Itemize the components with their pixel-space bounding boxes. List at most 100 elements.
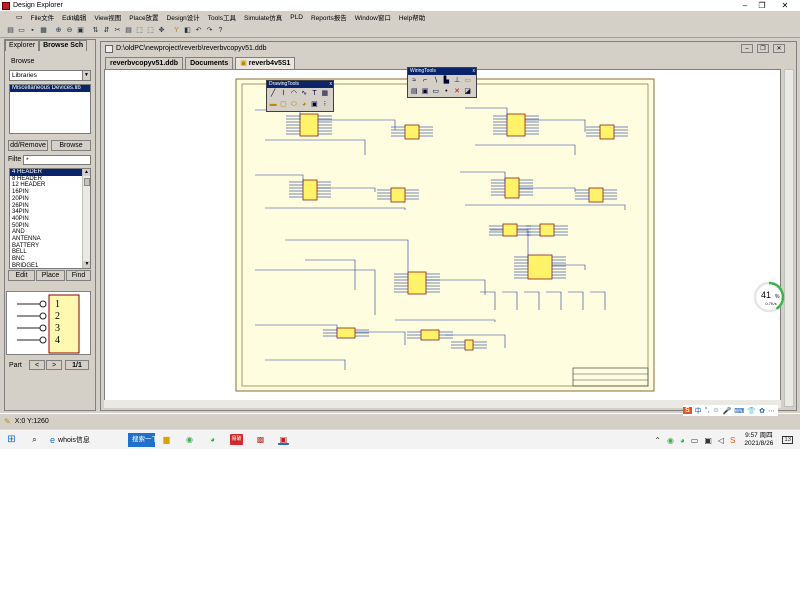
menu-window[interactable]: Window窗口 — [354, 15, 391, 22]
add-remove-button[interactable]: dd/Remove — [8, 140, 48, 151]
component-list-item[interactable]: 34PIN — [12, 209, 29, 216]
tab-documents[interactable]: Documents — [185, 57, 234, 69]
schematic-component[interactable] — [588, 187, 604, 203]
search-icon[interactable]: ⌕ — [32, 435, 37, 444]
sheet-entry-icon[interactable]: ▣ — [421, 88, 429, 95]
sheet-symbol-icon[interactable]: ▤ — [411, 88, 418, 95]
graphic-tool-icon[interactable]: ▣ — [311, 101, 318, 108]
ime-tools-icon[interactable]: ✿ — [759, 407, 765, 415]
schematic-component[interactable] — [390, 187, 406, 203]
ime-bar[interactable]: S 中 °, ☺ 🎤 ⌨ 👕 ✿ ⋯ — [683, 405, 778, 416]
ime-voice-icon[interactable]: 🎤 — [722, 407, 732, 415]
schematic-component[interactable] — [302, 179, 318, 201]
schematic-component[interactable] — [407, 271, 427, 295]
volume-icon[interactable]: ◁ — [717, 435, 725, 445]
ime-emoji-icon[interactable]: ☺ — [712, 407, 720, 414]
filter-input[interactable]: * — [23, 155, 91, 165]
component-list-scrollbar[interactable]: ▲ ▼ — [82, 169, 90, 268]
zoom-fit-icon[interactable]: ▣ — [77, 26, 84, 34]
bus-entry-icon[interactable]: ∖ — [433, 77, 438, 84]
redo-icon[interactable]: ↷ — [206, 26, 213, 34]
menu-reports[interactable]: Reports报告 — [310, 15, 347, 22]
schematic-component[interactable] — [464, 339, 474, 351]
menu-tools[interactable]: Tools工具 — [207, 15, 236, 22]
drawing-tools-close-icon[interactable]: x — [329, 81, 333, 87]
ellipse-tool-icon[interactable]: ⬭ — [290, 101, 297, 108]
browse-select[interactable]: Libraries ▼ — [9, 70, 91, 81]
component-list-item[interactable]: BATTERY — [12, 242, 40, 249]
chevron-up-icon[interactable]: ⌃ — [654, 435, 661, 445]
component-list-item[interactable]: 8 HEADER — [12, 175, 43, 182]
doc-close-button[interactable]: ✕ — [773, 44, 785, 53]
restore-button[interactable]: ❐ — [758, 1, 766, 10]
tray-app-green-icon[interactable]: ◉ — [666, 435, 674, 445]
rounded-rect-tool-icon[interactable]: ▢ — [280, 101, 287, 108]
network-icon[interactable]: ▣ — [704, 435, 712, 445]
tray-wechat-icon[interactable]: ◕ — [679, 435, 685, 445]
wire-tool-icon[interactable]: ≈ — [412, 77, 417, 84]
component-list-item[interactable]: AND — [12, 229, 25, 236]
zoom-in-icon[interactable]: ⊕ — [55, 26, 62, 34]
menu-edit[interactable]: Edit编辑 — [62, 15, 87, 22]
line-tool-icon[interactable]: ╱ — [271, 90, 276, 97]
tab-ddb[interactable]: reverbvcopyv51.ddb — [105, 57, 184, 69]
find-button[interactable]: Find — [66, 270, 91, 281]
tab-schematic[interactable]: ▣ reverb4v5S1 — [235, 57, 296, 69]
text-tool-icon[interactable]: T — [312, 90, 317, 97]
clock[interactable]: 9:57 周四 2021/8/26 — [744, 432, 773, 448]
ime-more-icon[interactable]: ⋯ — [768, 407, 775, 415]
menu-pld[interactable]: PLD — [290, 13, 303, 21]
schematic-component[interactable] — [539, 223, 555, 237]
textframe-tool-icon[interactable]: ▦ — [321, 90, 329, 97]
save-icon[interactable]: ▪ — [31, 26, 34, 34]
ime-indicator-icon[interactable]: S — [730, 435, 736, 445]
zoom-out-icon[interactable]: ⊖ — [66, 26, 73, 34]
network-speed-widget[interactable]: 41 % 0.7K/s — [753, 281, 785, 313]
deselect-icon[interactable]: ⬚ — [147, 26, 154, 34]
close-button[interactable]: ✕ — [781, 1, 789, 10]
file-explorer-icon[interactable]: ▆ — [163, 435, 170, 444]
bus-tool-icon[interactable]: ⌐ — [422, 77, 428, 84]
wps-icon[interactable]: ▩ — [256, 435, 265, 444]
menu-help[interactable]: Help帮助 — [398, 15, 426, 22]
netlabel-icon[interactable]: ▙ — [443, 77, 450, 84]
notification-icon[interactable]: 13 — [782, 436, 793, 444]
menu-place[interactable]: Place放置 — [129, 15, 159, 22]
schematic-component[interactable] — [506, 113, 526, 137]
select-area-icon[interactable]: ⬚ — [136, 26, 143, 34]
chevron-down-icon[interactable]: ▼ — [82, 71, 90, 80]
tab-explorer[interactable]: Explorer — [5, 40, 40, 51]
open-icon[interactable]: ▭ — [18, 26, 25, 34]
arc-tool-icon[interactable]: ◠ — [290, 90, 297, 97]
schematic-component[interactable] — [527, 254, 553, 280]
sogou-logo-icon[interactable]: S — [683, 407, 692, 414]
menu-design[interactable]: Design设计 — [166, 15, 200, 22]
component-list-item[interactable]: 16PIN — [12, 189, 29, 196]
junction-icon[interactable]: • — [445, 88, 448, 95]
part-prev-button[interactable]: < — [29, 360, 45, 370]
battery-icon[interactable]: ▭ — [690, 435, 699, 445]
schematic-canvas[interactable] — [104, 69, 781, 407]
undo-icon[interactable]: ↶ — [195, 26, 202, 34]
horizontal-scrollbar[interactable] — [104, 400, 781, 408]
component-list-item[interactable]: BELL — [12, 249, 27, 256]
wiring-toggle-icon[interactable]: Y — [174, 26, 179, 34]
doc-minimize-button[interactable]: – — [741, 44, 753, 53]
explorer-icon[interactable]: ▤ — [7, 26, 14, 34]
no-erc-icon[interactable]: ✕ — [454, 88, 460, 95]
part-tool-icon[interactable]: ▭ — [464, 77, 471, 84]
component-list-item[interactable]: 50PIN — [12, 222, 29, 229]
move-icon[interactable]: ✥ — [158, 26, 165, 34]
power-port-icon[interactable]: ⊥ — [453, 77, 461, 84]
schematic-component[interactable] — [599, 124, 615, 140]
component-list-item[interactable]: ANTENNA — [12, 236, 41, 243]
component-list-item[interactable]: 26PIN — [12, 202, 29, 209]
library-item[interactable]: Miscellaneous Devices.lib — [10, 85, 90, 92]
minimize-button[interactable]: – — [742, 1, 748, 10]
pie-tool-icon[interactable]: ◕ — [302, 101, 307, 108]
print-icon[interactable]: ▦ — [40, 26, 47, 34]
tab-browse-sch[interactable]: Browse Sch — [39, 40, 88, 51]
port-tool-icon[interactable]: ▭ — [432, 88, 439, 95]
